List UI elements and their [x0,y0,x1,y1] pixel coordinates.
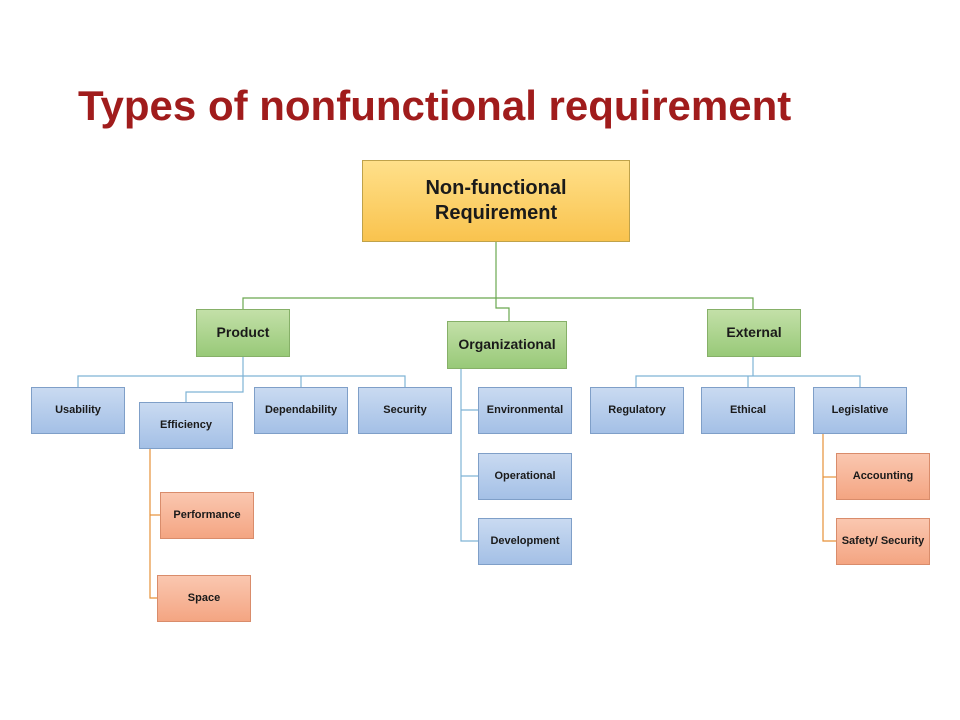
external-connectors [635,357,861,387]
node-legislative: Legislative [813,387,907,434]
organizational-connectors [460,369,478,542]
legislative-connectors [822,434,836,542]
node-performance: Performance [160,492,254,539]
node-efficiency: Efficiency [139,402,233,449]
node-usability: Usability [31,387,125,434]
efficiency-connectors [149,449,160,599]
node-space: Space [157,575,251,622]
node-safety-security: Safety/ Security [836,518,930,565]
root-connectors [242,242,754,321]
node-security: Security [358,387,452,434]
node-dependability: Dependability [254,387,348,434]
product-connectors [77,357,406,402]
category-product: Product [196,309,290,357]
root-node: Non-functional Requirement [362,160,630,242]
category-external: External [707,309,801,357]
slide-title: Types of nonfunctional requirement [78,82,792,129]
category-organizational: Organizational [447,321,567,369]
node-development: Development [478,518,572,565]
node-regulatory: Regulatory [590,387,684,434]
node-accounting: Accounting [836,453,930,500]
node-environmental: Environmental [478,387,572,434]
node-ethical: Ethical [701,387,795,434]
node-operational: Operational [478,453,572,500]
